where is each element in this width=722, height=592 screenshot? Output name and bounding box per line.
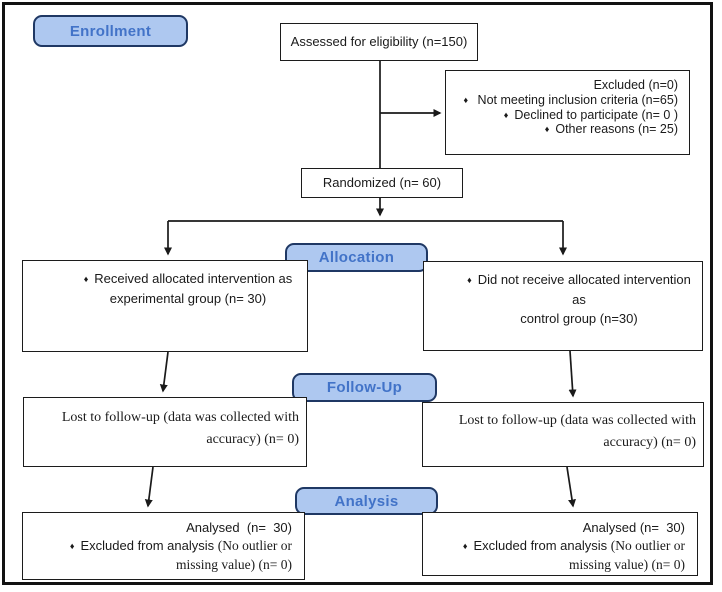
followup-right-text: Lost to follow-up (data was collected wi… (458, 413, 696, 450)
analysis-right-excluded-serif: (No outlier or missing value) (n= 0) (569, 538, 685, 573)
diamond-bullet-icon: ♦ (467, 275, 472, 285)
diamond-bullet-icon: ♦ (69, 541, 75, 552)
stage-label-analysis: Analysis (334, 492, 399, 510)
diamond-bullet-icon: ♦ (544, 124, 550, 135)
diamond-bullet-icon: ♦ (462, 541, 468, 552)
allocation-experimental-text: ♦ Received allocated intervention as expe… (75, 269, 301, 308)
allocation-experimental-box: ♦ Received allocated intervention as expe… (22, 260, 308, 352)
stage-label-enrollment: Enrollment (69, 22, 152, 40)
analysis-left-excluded-sans: Excluded from analysis (80, 538, 218, 554)
followup-left-box: Lost to follow-up (data was collected wi… (23, 397, 307, 467)
analysed-right-line: Analysed (n= 30) (582, 520, 685, 535)
excluded-item-text: Other reasons (n= 25) (555, 122, 678, 137)
excluded-item-text: Declined to participate (n= 0 ) (514, 107, 678, 122)
analysed-left-line: Analysed (n= 30) (186, 520, 292, 535)
analysis-left-excluded-line: ♦ Excluded from analysis (No outlier or m… (43, 537, 292, 575)
allocation-control-text: ♦ Did not receive allocated intervention … (460, 270, 698, 329)
alloc-left-line2: experimental group (n= 30) (109, 290, 267, 306)
excluded-title: Excluded (n=0) (593, 78, 678, 92)
analysis-left-excluded-serif: (No outlier or missing value) (n= 0) (176, 538, 292, 573)
analysis-right-excluded-sans: Excluded from analysis (473, 538, 611, 554)
diamond-bullet-icon: ♦ (463, 94, 469, 105)
analysis-left-box: Analysed (n= 30) ♦ Excluded from analysis… (22, 512, 305, 580)
assessed-eligibility-box: Assessed for eligibility (n=150) (280, 23, 478, 61)
stage-badge-enrollment: Enrollment (33, 15, 188, 47)
diamond-bullet-icon: ♦ (83, 274, 89, 284)
stage-badge-allocation: Allocation (285, 243, 428, 272)
stage-badge-followup: Follow-Up (292, 373, 437, 402)
stage-label-allocation: Allocation (318, 249, 395, 266)
diamond-bullet-icon: ♦ (503, 109, 509, 120)
stage-badge-analysis: Analysis (295, 487, 438, 515)
excluded-item: ♦ Declined to participate (n= 0 ) (452, 108, 678, 123)
allocation-control-box: ♦ Did not receive allocated intervention … (423, 261, 703, 351)
excluded-item-text: Not meeting inclusion criteria (n=65) (477, 92, 678, 107)
alloc-left-line1: Received allocated intervention as (94, 271, 293, 286)
followup-right-box: Lost to follow-up (data was collected wi… (422, 402, 704, 467)
outer-border (2, 2, 713, 585)
assessed-eligibility-text: Assessed for eligibility (n=150) (290, 34, 468, 50)
alloc-right-line2: control group (n=30) (520, 311, 638, 326)
analysis-right-excluded-line: ♦ Excluded from analysis (No outlier or m… (443, 537, 685, 575)
stage-label-followup: Follow-Up (326, 379, 403, 396)
randomized-box: Randomized (n= 60) (301, 168, 463, 198)
excluded-item: ♦ Other reasons (n= 25) (452, 122, 678, 137)
randomized-text: Randomized (n= 60) (322, 175, 442, 191)
excluded-item: ♦ Not meeting inclusion criteria (n=65) (452, 93, 678, 108)
excluded-box: Excluded (n=0) ♦ Not meeting inclusion c… (445, 70, 690, 155)
analysis-right-box: Analysed (n= 30) ♦ Excluded from analysis… (422, 512, 698, 576)
followup-left-text: Lost to follow-up (data was collected wi… (61, 410, 299, 447)
alloc-right-line1: Did not receive allocated intervention a… (477, 272, 691, 307)
